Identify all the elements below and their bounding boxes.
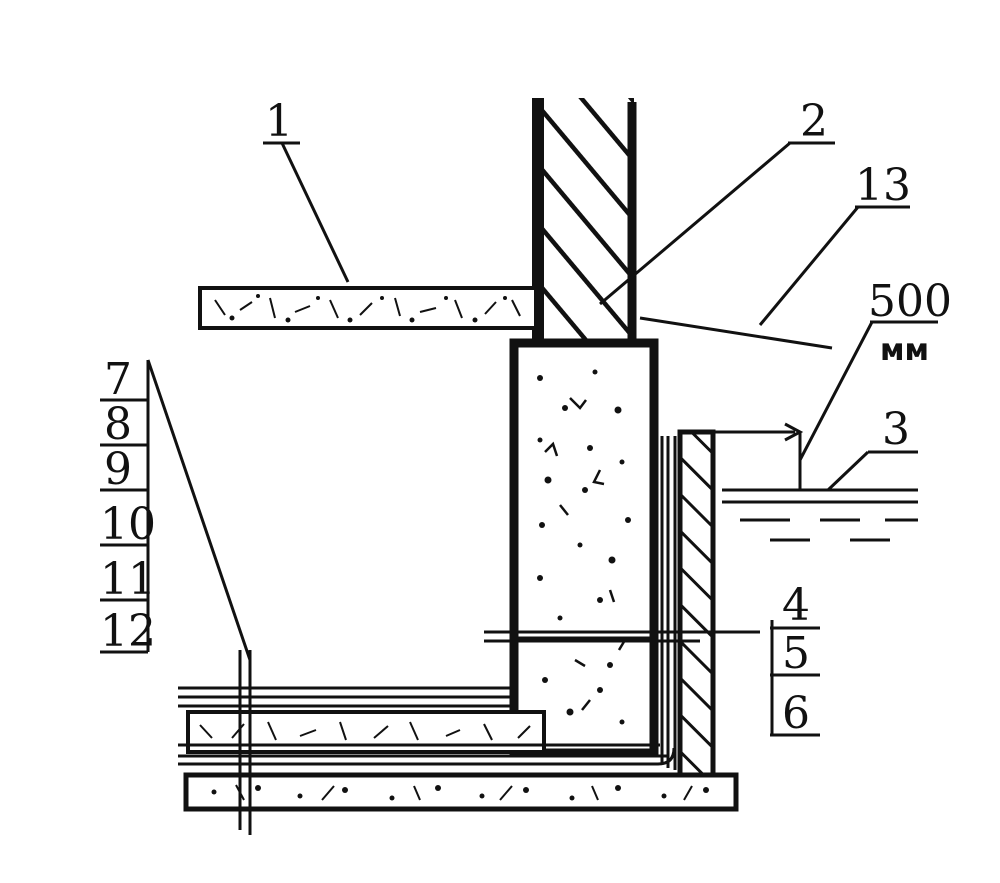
dimension-500mm-marker: [715, 422, 804, 490]
callout-1: 1: [265, 96, 293, 147]
dimension-value: 500: [868, 276, 952, 327]
callout-10: 10: [100, 499, 156, 550]
floor-layers: [178, 650, 739, 835]
callout-4: 4: [782, 580, 810, 631]
callout-8: 8: [104, 399, 132, 450]
callout-2: 2: [800, 96, 828, 147]
horizontal-waterproofing-line: [484, 630, 760, 643]
protective-brick-wall: [677, 429, 716, 785]
floor-slab: [198, 286, 538, 330]
callout-12: 12: [100, 606, 156, 657]
callout-5: 5: [782, 628, 810, 679]
water-level: [722, 488, 918, 542]
concrete-foundation-wall: [509, 338, 659, 758]
upper-brick-wall: [532, 98, 637, 342]
callout-11: 11: [100, 554, 156, 605]
dimension-unit: мм: [880, 333, 929, 368]
vertical-waterproofing: [660, 436, 677, 770]
callout-13: 13: [855, 160, 911, 211]
callout-6: 6: [782, 688, 810, 739]
callout-3: 3: [882, 404, 910, 455]
leader-lines: [100, 141, 938, 737]
callout-7: 7: [104, 354, 132, 405]
callout-9: 9: [104, 444, 132, 495]
